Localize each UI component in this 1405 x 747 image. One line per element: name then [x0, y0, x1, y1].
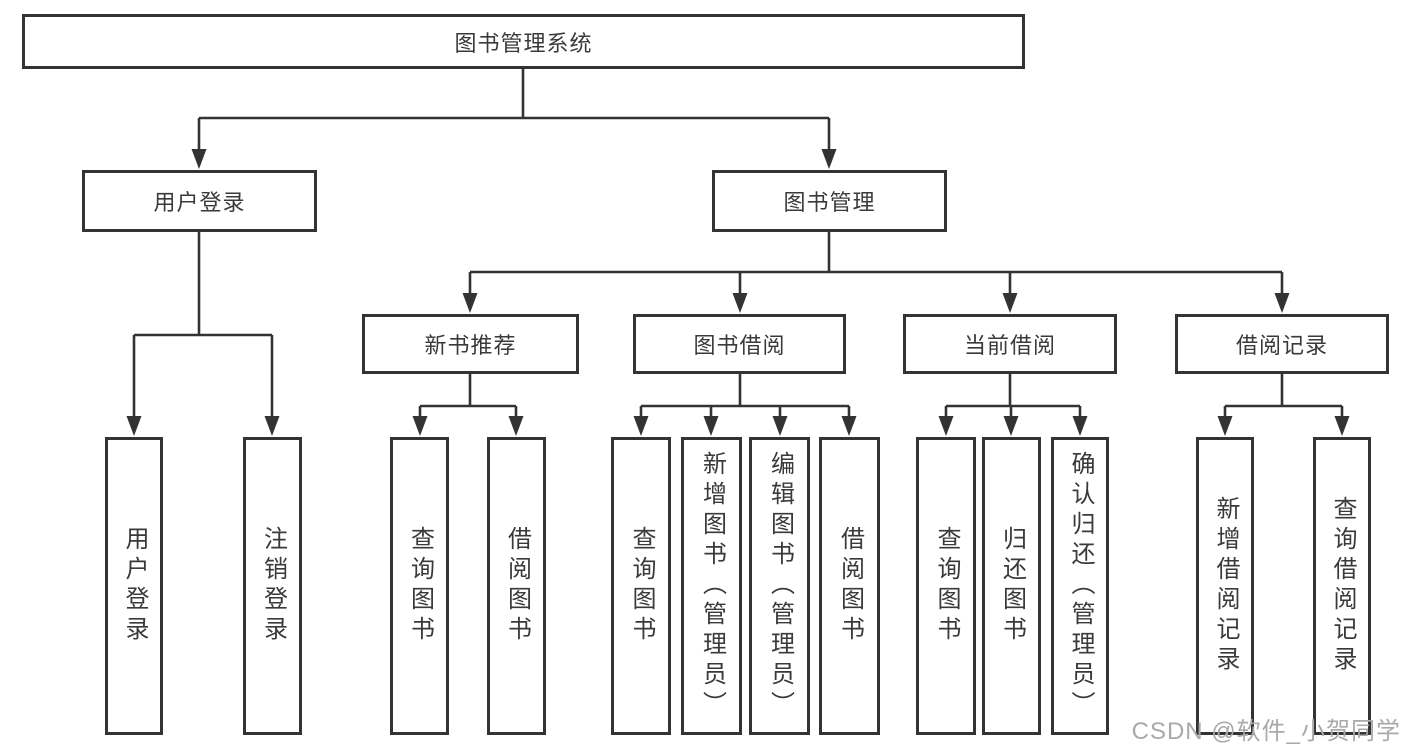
- leaf-edit-book-admin: 编辑图书（管理员）: [749, 437, 810, 735]
- node-library-system-label: 图书管理系统: [454, 30, 593, 56]
- leaf-add-borrow-record-label: 新增借阅记录: [1212, 496, 1239, 676]
- node-book-management-label: 图书管理: [783, 190, 876, 215]
- node-new-book-recommendation-label: 新书推荐: [424, 333, 517, 358]
- leaf-query-books-recommend-label: 查询图书: [406, 526, 434, 646]
- node-current-borrowing: 当前借阅: [903, 314, 1117, 374]
- leaf-query-books-borrow: 查询图书: [611, 437, 671, 735]
- leaf-return-books-label: 归还图书: [998, 526, 1026, 646]
- leaf-add-book-admin-label: 新增图书（管理员）: [698, 451, 726, 721]
- leaf-query-books-recommend: 查询图书: [390, 437, 449, 735]
- leaf-logout: 注销登录: [243, 437, 302, 735]
- leaf-user-login-label: 用户登录: [121, 526, 148, 646]
- leaf-query-books-borrow-label: 查询图书: [628, 526, 655, 646]
- leaf-query-books-current-label: 查询图书: [933, 526, 960, 646]
- leaf-borrow-books: 借阅图书: [819, 437, 880, 735]
- leaf-borrow-books-recommend: 借阅图书: [487, 437, 546, 735]
- node-new-book-recommendation: 新书推荐: [362, 314, 579, 374]
- leaf-borrow-books-label: 借阅图书: [836, 526, 864, 646]
- leaf-query-books-current: 查询图书: [916, 437, 976, 735]
- node-book-borrowing-label: 图书借阅: [693, 333, 786, 358]
- node-current-borrowing-label: 当前借阅: [963, 333, 1056, 358]
- node-book-management: 图书管理: [712, 170, 947, 232]
- leaf-confirm-return-admin: 确认归还（管理员）: [1051, 437, 1109, 735]
- node-library-system: 图书管理系统: [22, 14, 1025, 69]
- leaf-borrow-books-recommend-label: 借阅图书: [503, 526, 531, 646]
- node-borrowing-records: 借阅记录: [1175, 314, 1389, 374]
- leaf-query-borrow-record-label: 查询借阅记录: [1329, 496, 1356, 676]
- node-user-login: 用户登录: [82, 170, 317, 232]
- node-book-borrowing: 图书借阅: [633, 314, 846, 374]
- leaf-query-borrow-record: 查询借阅记录: [1313, 437, 1371, 735]
- node-borrowing-records-label: 借阅记录: [1235, 333, 1328, 358]
- node-user-login-label: 用户登录: [153, 190, 246, 215]
- leaf-user-login: 用户登录: [105, 437, 163, 735]
- watermark: CSDN @软件_小贺同学: [1131, 718, 1401, 745]
- leaf-edit-book-admin-label: 编辑图书（管理员）: [766, 451, 794, 721]
- leaf-confirm-return-admin-label: 确认归还（管理员）: [1067, 451, 1094, 721]
- leaf-return-books: 归还图书: [982, 437, 1041, 735]
- leaf-add-book-admin: 新增图书（管理员）: [681, 437, 742, 735]
- leaf-add-borrow-record: 新增借阅记录: [1196, 437, 1254, 735]
- leaf-logout-label: 注销登录: [259, 526, 287, 646]
